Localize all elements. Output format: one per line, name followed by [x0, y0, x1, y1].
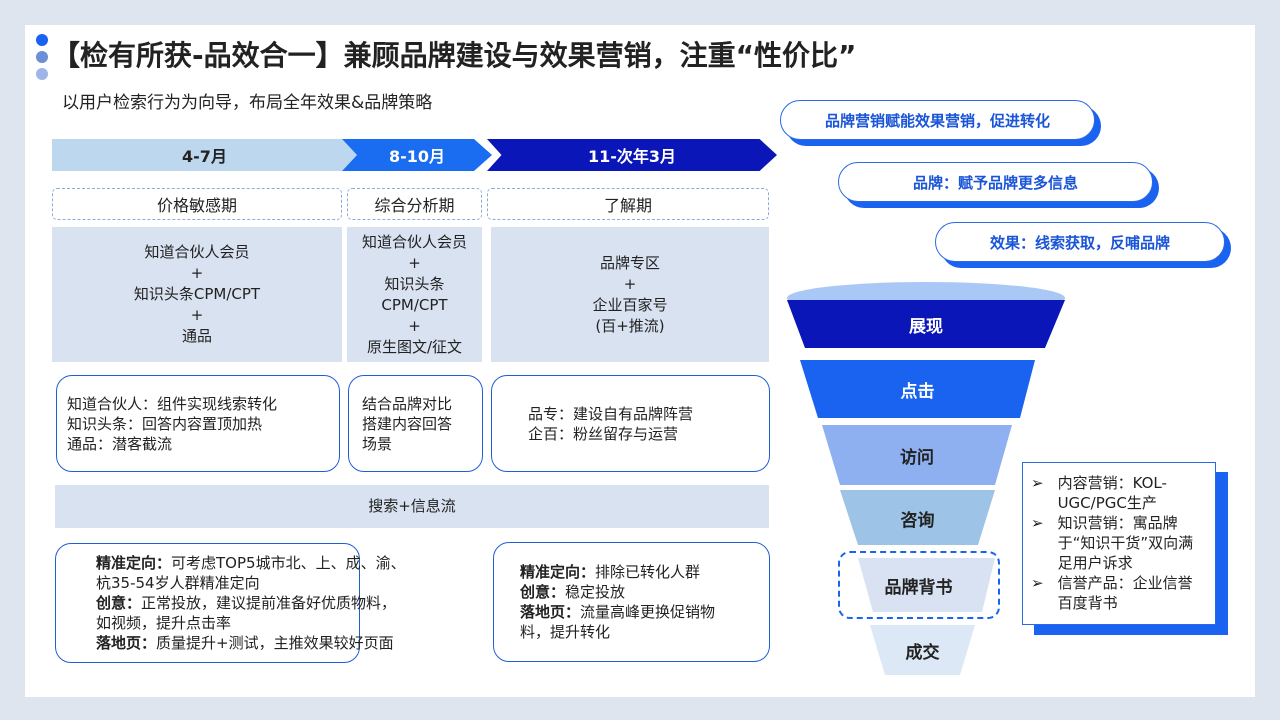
insight-pill: 品牌营销赋能效果营销，促进转化	[780, 100, 1095, 140]
funnel-label: 点击	[900, 382, 935, 402]
purpose-line: 结合品牌对比	[362, 394, 453, 413]
purpose-box: 品专：建设自有品牌阵营 企百：粉丝留存与运营	[491, 375, 770, 472]
product-panel: 知道合伙人会员 + 知识头条CPM/CPT + 通品	[52, 227, 342, 362]
purpose-line: 搭建内容回答	[362, 414, 453, 433]
funnel-layer	[800, 360, 1035, 418]
strategy-line: 落地页：流量高峰更换促销物	[520, 602, 769, 622]
funnel-layer	[858, 558, 995, 612]
purpose-line: 知道合伙人：组件实现线索转化	[67, 394, 278, 413]
strategy-value: 杭35-54岁人群精准定向	[96, 574, 260, 592]
strategy-line: 精准定向：排除已转化人群	[520, 562, 769, 582]
arrow-bullet-icon: ➢	[1031, 514, 1044, 532]
strategy-value: 可考虑TOP5城市北、上、成、渝、	[171, 554, 406, 572]
strategy-key: 精准定向：	[520, 563, 596, 581]
insight-pill: 品牌：赋予品牌更多信息	[838, 162, 1153, 202]
funnel-label: 展现	[909, 317, 943, 337]
callout-text: 信誉产品：企业信誉百度背书	[1057, 574, 1193, 612]
arrow-bullet-icon: ➢	[1031, 474, 1044, 492]
bullet-dot-icon	[36, 34, 48, 46]
timeline-step-2: 8-10月	[342, 139, 492, 171]
purpose-line: 通品：潜客截流	[67, 434, 173, 453]
funnel-layer	[840, 490, 995, 545]
strategy-key: 创意：	[520, 583, 566, 601]
channel-bar: 搜索+信息流	[55, 485, 769, 528]
insight-pill: 效果：线索获取，反哺品牌	[935, 222, 1225, 262]
callout-box: ➢ 内容营销：KOL-UGC/PGC生产 ➢ 知识营销：寓品牌于“知识干货”双向满足用…	[1022, 462, 1216, 625]
product-panel: 品牌专区 + 企业百家号 (百+推流)	[491, 227, 769, 362]
purpose-line: 知识头条：回答内容置顶加热	[67, 414, 263, 433]
strategy-line: 料，提升转化	[520, 622, 769, 642]
arrow-bullet-icon: ➢	[1031, 574, 1044, 592]
callout-item: ➢ 内容营销：KOL-UGC/PGC生产	[1031, 473, 1207, 513]
bullet-dot-icon	[36, 68, 48, 80]
callout-item: ➢ 知识营销：寓品牌于“知识干货”双向满足用户诉求	[1031, 513, 1207, 573]
strategy-line: 杭35-54岁人群精准定向	[96, 573, 359, 593]
strategy-value: 稳定投放	[565, 583, 626, 601]
strategy-box: 精准定向：排除已转化人群创意：稳定投放落地页：流量高峰更换促销物料，提升转化	[493, 542, 770, 662]
page-title: 【检有所获-品效合一】兼顾品牌建设与效果营销，注重“性价比”	[52, 39, 857, 72]
purpose-line: 企百：粉丝留存与运营	[528, 424, 679, 443]
strategy-line: 创意：正常投放，建议提前准备好优质物料，	[96, 593, 396, 613]
callout-text: 知识营销：寓品牌于“知识干货”双向满足用户诉求	[1057, 514, 1194, 572]
purpose-box: 知道合伙人：组件实现线索转化 知识头条：回答内容置顶加热 通品：潜客截流	[56, 375, 340, 472]
highlight-dashed-frame	[838, 551, 1000, 619]
funnel-label: 品牌背书	[884, 578, 953, 598]
strategy-value: 流量高峰更换促销物	[580, 603, 716, 621]
strategy-line: 落地页：质量提升+测试，主推效果较好页面	[96, 633, 394, 653]
timeline-step-1: 4-7月	[52, 139, 357, 171]
purpose-line: 品专：建设自有品牌阵营	[528, 404, 694, 423]
strategy-key: 精准定向：	[96, 554, 172, 572]
funnel-layer	[787, 300, 1065, 348]
strategy-line: 如视频，提升点击率	[96, 613, 359, 633]
strategy-box: 精准定向：可考虑TOP5城市北、上、成、渝、杭35-54岁人群精准定向创意：正常…	[55, 543, 406, 663]
phase-label: 了解期	[487, 188, 769, 220]
strategy-key: 落地页：	[520, 603, 581, 621]
funnel-label: 成交	[905, 643, 940, 663]
callout-text: 内容营销：KOL-UGC/PGC生产	[1057, 474, 1167, 512]
purpose-box: 结合品牌对比 搭建内容回答 场景	[348, 375, 483, 472]
strategy-line: 创意：稳定投放	[520, 582, 769, 602]
page-subtitle: 以用户检索行为为向导，布局全年效果&品牌策略	[62, 93, 433, 113]
strategy-value: 质量提升+测试，主推效果较好页面	[156, 634, 394, 652]
strategy-value: 如视频，提升点击率	[96, 614, 232, 632]
strategy-value: 排除已转化人群	[595, 563, 701, 581]
funnel-label: 咨询	[900, 510, 935, 531]
funnel-label: 访问	[900, 448, 934, 468]
callout-item: ➢ 信誉产品：企业信誉百度背书	[1031, 573, 1207, 613]
bullet-dot-icon	[36, 51, 48, 63]
strategy-line: 精准定向：可考虑TOP5城市北、上、成、渝、	[96, 553, 406, 573]
purpose-line: 场景	[362, 434, 393, 453]
product-panel: 知道合伙人会员 + 知识头条 CPM/CPT + 原生图文/征文	[347, 227, 482, 362]
funnel-layer	[870, 625, 975, 675]
strategy-value: 料，提升转化	[520, 623, 611, 641]
timeline-step-3: 11-次年3月	[487, 139, 777, 171]
strategy-value: 正常投放，建议提前准备好优质物料，	[141, 594, 397, 612]
funnel-layer	[822, 425, 1012, 485]
strategy-key: 创意：	[96, 594, 142, 612]
phase-label: 综合分析期	[347, 188, 482, 220]
phase-label: 价格敏感期	[52, 188, 342, 220]
strategy-key: 落地页：	[96, 634, 157, 652]
